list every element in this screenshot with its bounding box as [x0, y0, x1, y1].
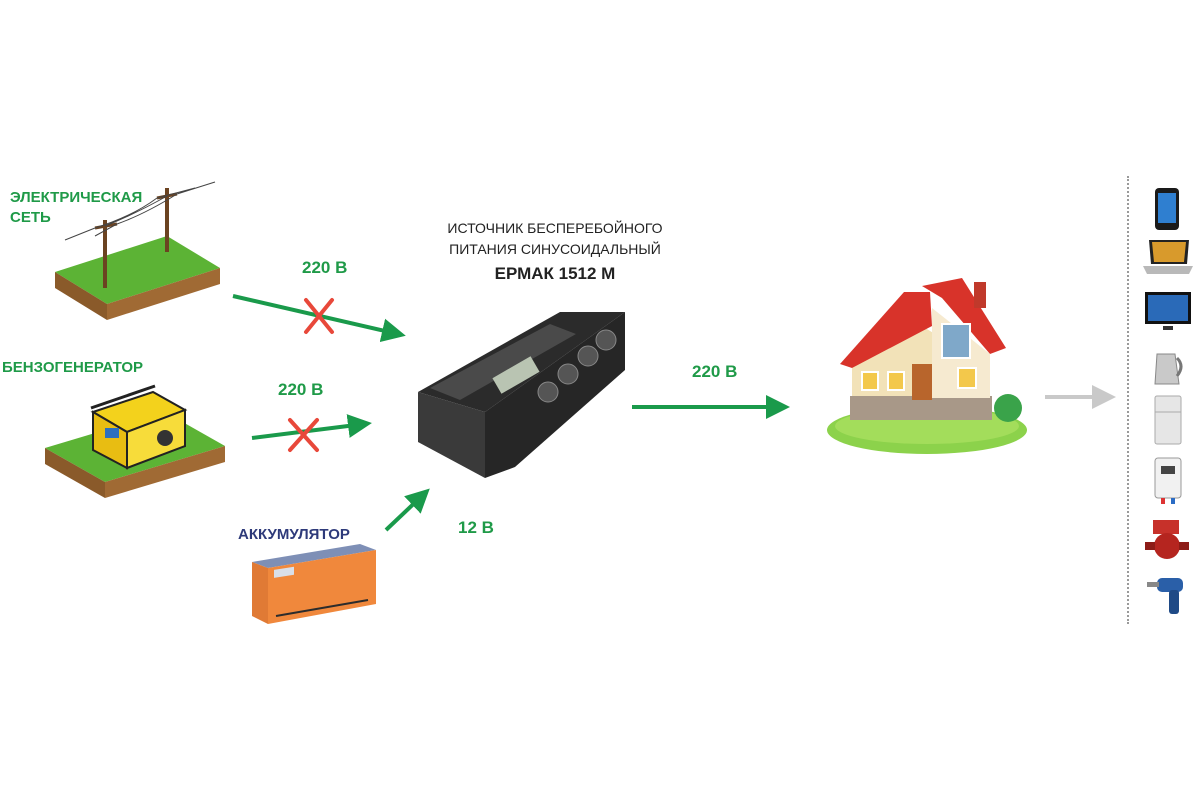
- phone-icon: [1155, 188, 1179, 230]
- generator-icon: [45, 384, 225, 498]
- tv-icon: [1145, 292, 1191, 330]
- battery-voltage: 12 В: [458, 518, 494, 537]
- laptop-icon: [1143, 240, 1193, 274]
- generator-label: БЕНЗОГЕНЕРАТОР: [2, 359, 144, 376]
- kettle-icon: [1154, 353, 1183, 385]
- battery-icon: [252, 544, 376, 624]
- output-voltage: 220 В: [692, 362, 738, 381]
- grid-label: ЭЛЕКТРИЧЕСКАЯ СЕТЬ: [10, 188, 142, 228]
- drill-icon: [1147, 578, 1183, 614]
- grid-arrow: [232, 294, 406, 343]
- device-title: ИСТОЧНИК БЕСПЕРЕБОЙНОГО ПИТАНИЯ СИНУСОИД…: [425, 218, 685, 285]
- power-grid-icon: [55, 181, 220, 320]
- fridge-icon: [1154, 395, 1182, 445]
- generator-voltage: 220 В: [278, 380, 324, 399]
- grid-voltage: 220 В: [302, 258, 348, 277]
- boiler-icon: [1154, 457, 1182, 504]
- ups-device-icon: [418, 312, 625, 478]
- device-title-line2: ПИТАНИЯ СИНУСОИДАЛЬНЫЙ: [449, 241, 661, 257]
- battery-label: АККУМУЛЯТОР: [238, 526, 350, 543]
- device-title-line1: ИСТОЧНИК БЕСПЕРЕБОЙНОГО: [447, 220, 663, 236]
- generator-cross-icon: [288, 418, 319, 452]
- battery-arrow: [384, 488, 430, 532]
- generator-arrow: [251, 414, 372, 440]
- device-model: ЕРМАК 1512 М: [494, 264, 616, 283]
- grid-label-line2: СЕТЬ: [10, 209, 51, 226]
- grid-cross-icon: [304, 298, 334, 334]
- grid-label-line1: ЭЛЕКТРИЧЕСКАЯ: [10, 189, 143, 206]
- house-icon: [827, 278, 1027, 454]
- appliances-panel: [1127, 176, 1197, 624]
- circulation-pump-icon: [1145, 520, 1189, 559]
